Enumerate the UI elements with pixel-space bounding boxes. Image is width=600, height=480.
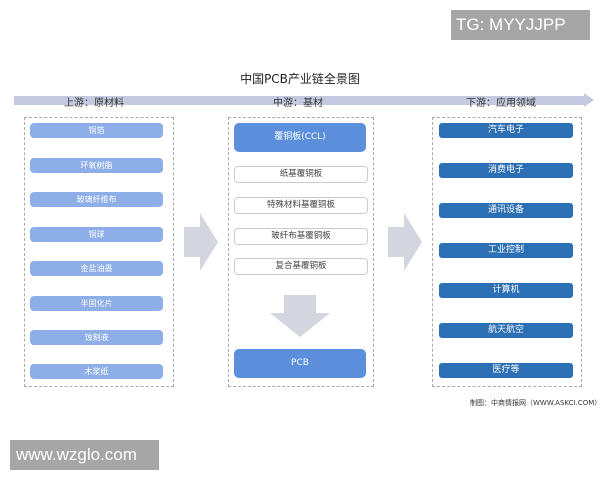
upstream-box: [24, 117, 174, 387]
downstream-item: 医疗等: [439, 363, 573, 378]
upstream-item: 金盐油墨: [30, 261, 163, 276]
upstream-item: 环氧树脂: [30, 158, 163, 173]
right-arrow-icon: [388, 213, 422, 271]
diagram-title: 中国PCB产业链全景图: [240, 72, 360, 86]
ccl-type: 复合基覆铜板: [234, 258, 368, 275]
stage-upstream: 上游：原材料: [64, 98, 124, 109]
stage-downstream: 下游：应用领域: [466, 98, 536, 109]
ccl-type: 玻纤布基覆铜板: [234, 228, 368, 245]
flow-band: [14, 96, 584, 105]
source-note: 制图：中商情报网（WWW.ASKCI.COM）: [470, 399, 600, 407]
pcb-box: PCB: [234, 349, 366, 378]
downstream-item: 计算机: [439, 283, 573, 298]
downstream-item: 航天航空: [439, 323, 573, 338]
downstream-item: 汽车电子: [439, 123, 573, 138]
right-arrow-icon: [184, 213, 218, 271]
watermark-bottom-left: www.wzglo.com: [10, 440, 159, 470]
upstream-item: 蚀刻液: [30, 330, 163, 345]
downstream-box: [432, 117, 582, 387]
downstream-item: 消费电子: [439, 163, 573, 178]
ccl-type: 纸基覆铜板: [234, 166, 368, 183]
flow-arrow-tip: [584, 93, 594, 107]
upstream-item: 木浆纸: [30, 364, 163, 379]
ccl-type: 特殊材料基覆铜板: [234, 197, 368, 214]
stage-midstream: 中游：基材: [273, 98, 323, 109]
upstream-item: 玻璃纤维布: [30, 192, 163, 207]
downstream-item: 工业控制: [439, 243, 573, 258]
upstream-item: 半固化片: [30, 296, 163, 311]
midstream-box: [228, 117, 374, 387]
watermark-top-right: TG: MYYJJPP: [451, 10, 590, 40]
down-arrow-icon: [270, 295, 330, 337]
upstream-item: 铜箔: [30, 123, 163, 138]
ccl-box: 覆铜板(CCL): [234, 123, 366, 152]
upstream-item: 铜球: [30, 227, 163, 242]
downstream-item: 通讯设备: [439, 203, 573, 218]
